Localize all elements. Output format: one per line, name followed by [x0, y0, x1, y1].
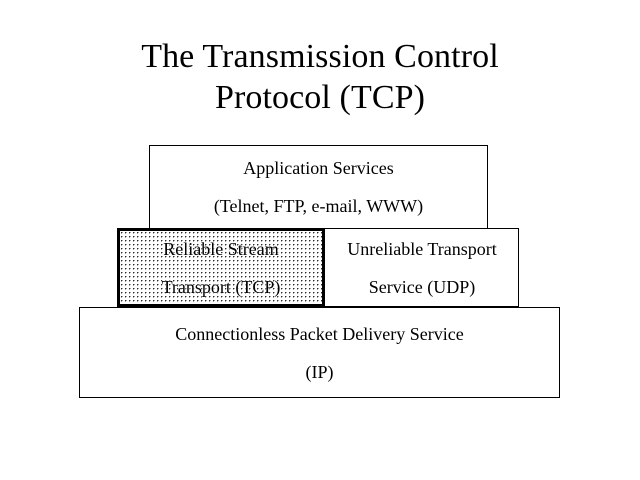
layer-application-services[interactable]: Application Services (Telnet, FTP, e-mai…	[149, 145, 488, 229]
layer-tcp-line2: Transport (TCP)	[161, 276, 281, 297]
layer-ip-line1: Connectionless Packet Delivery Service	[175, 323, 464, 344]
layer-ip-line2: (IP)	[305, 361, 334, 382]
layer-application-line1: Application Services	[243, 158, 394, 178]
layer-udp-line2: Service (UDP)	[368, 276, 476, 297]
layer-tcp-line1: Reliable Stream	[163, 238, 279, 259]
layer-application-line2: (Telnet, FTP, e-mail, WWW)	[213, 196, 424, 216]
layer-cell-tcp-highlighted[interactable]: Reliable Stream Transport (TCP)	[117, 228, 325, 307]
page-title: The Transmission Control Protocol (TCP)	[141, 38, 499, 116]
layer-cell-udp[interactable]: Unreliable Transport Service (UDP)	[324, 229, 520, 306]
layer-udp-line1: Unreliable Transport	[347, 238, 497, 259]
layer-connectionless-packet-delivery[interactable]: Connectionless Packet Delivery Service (…	[79, 307, 560, 398]
